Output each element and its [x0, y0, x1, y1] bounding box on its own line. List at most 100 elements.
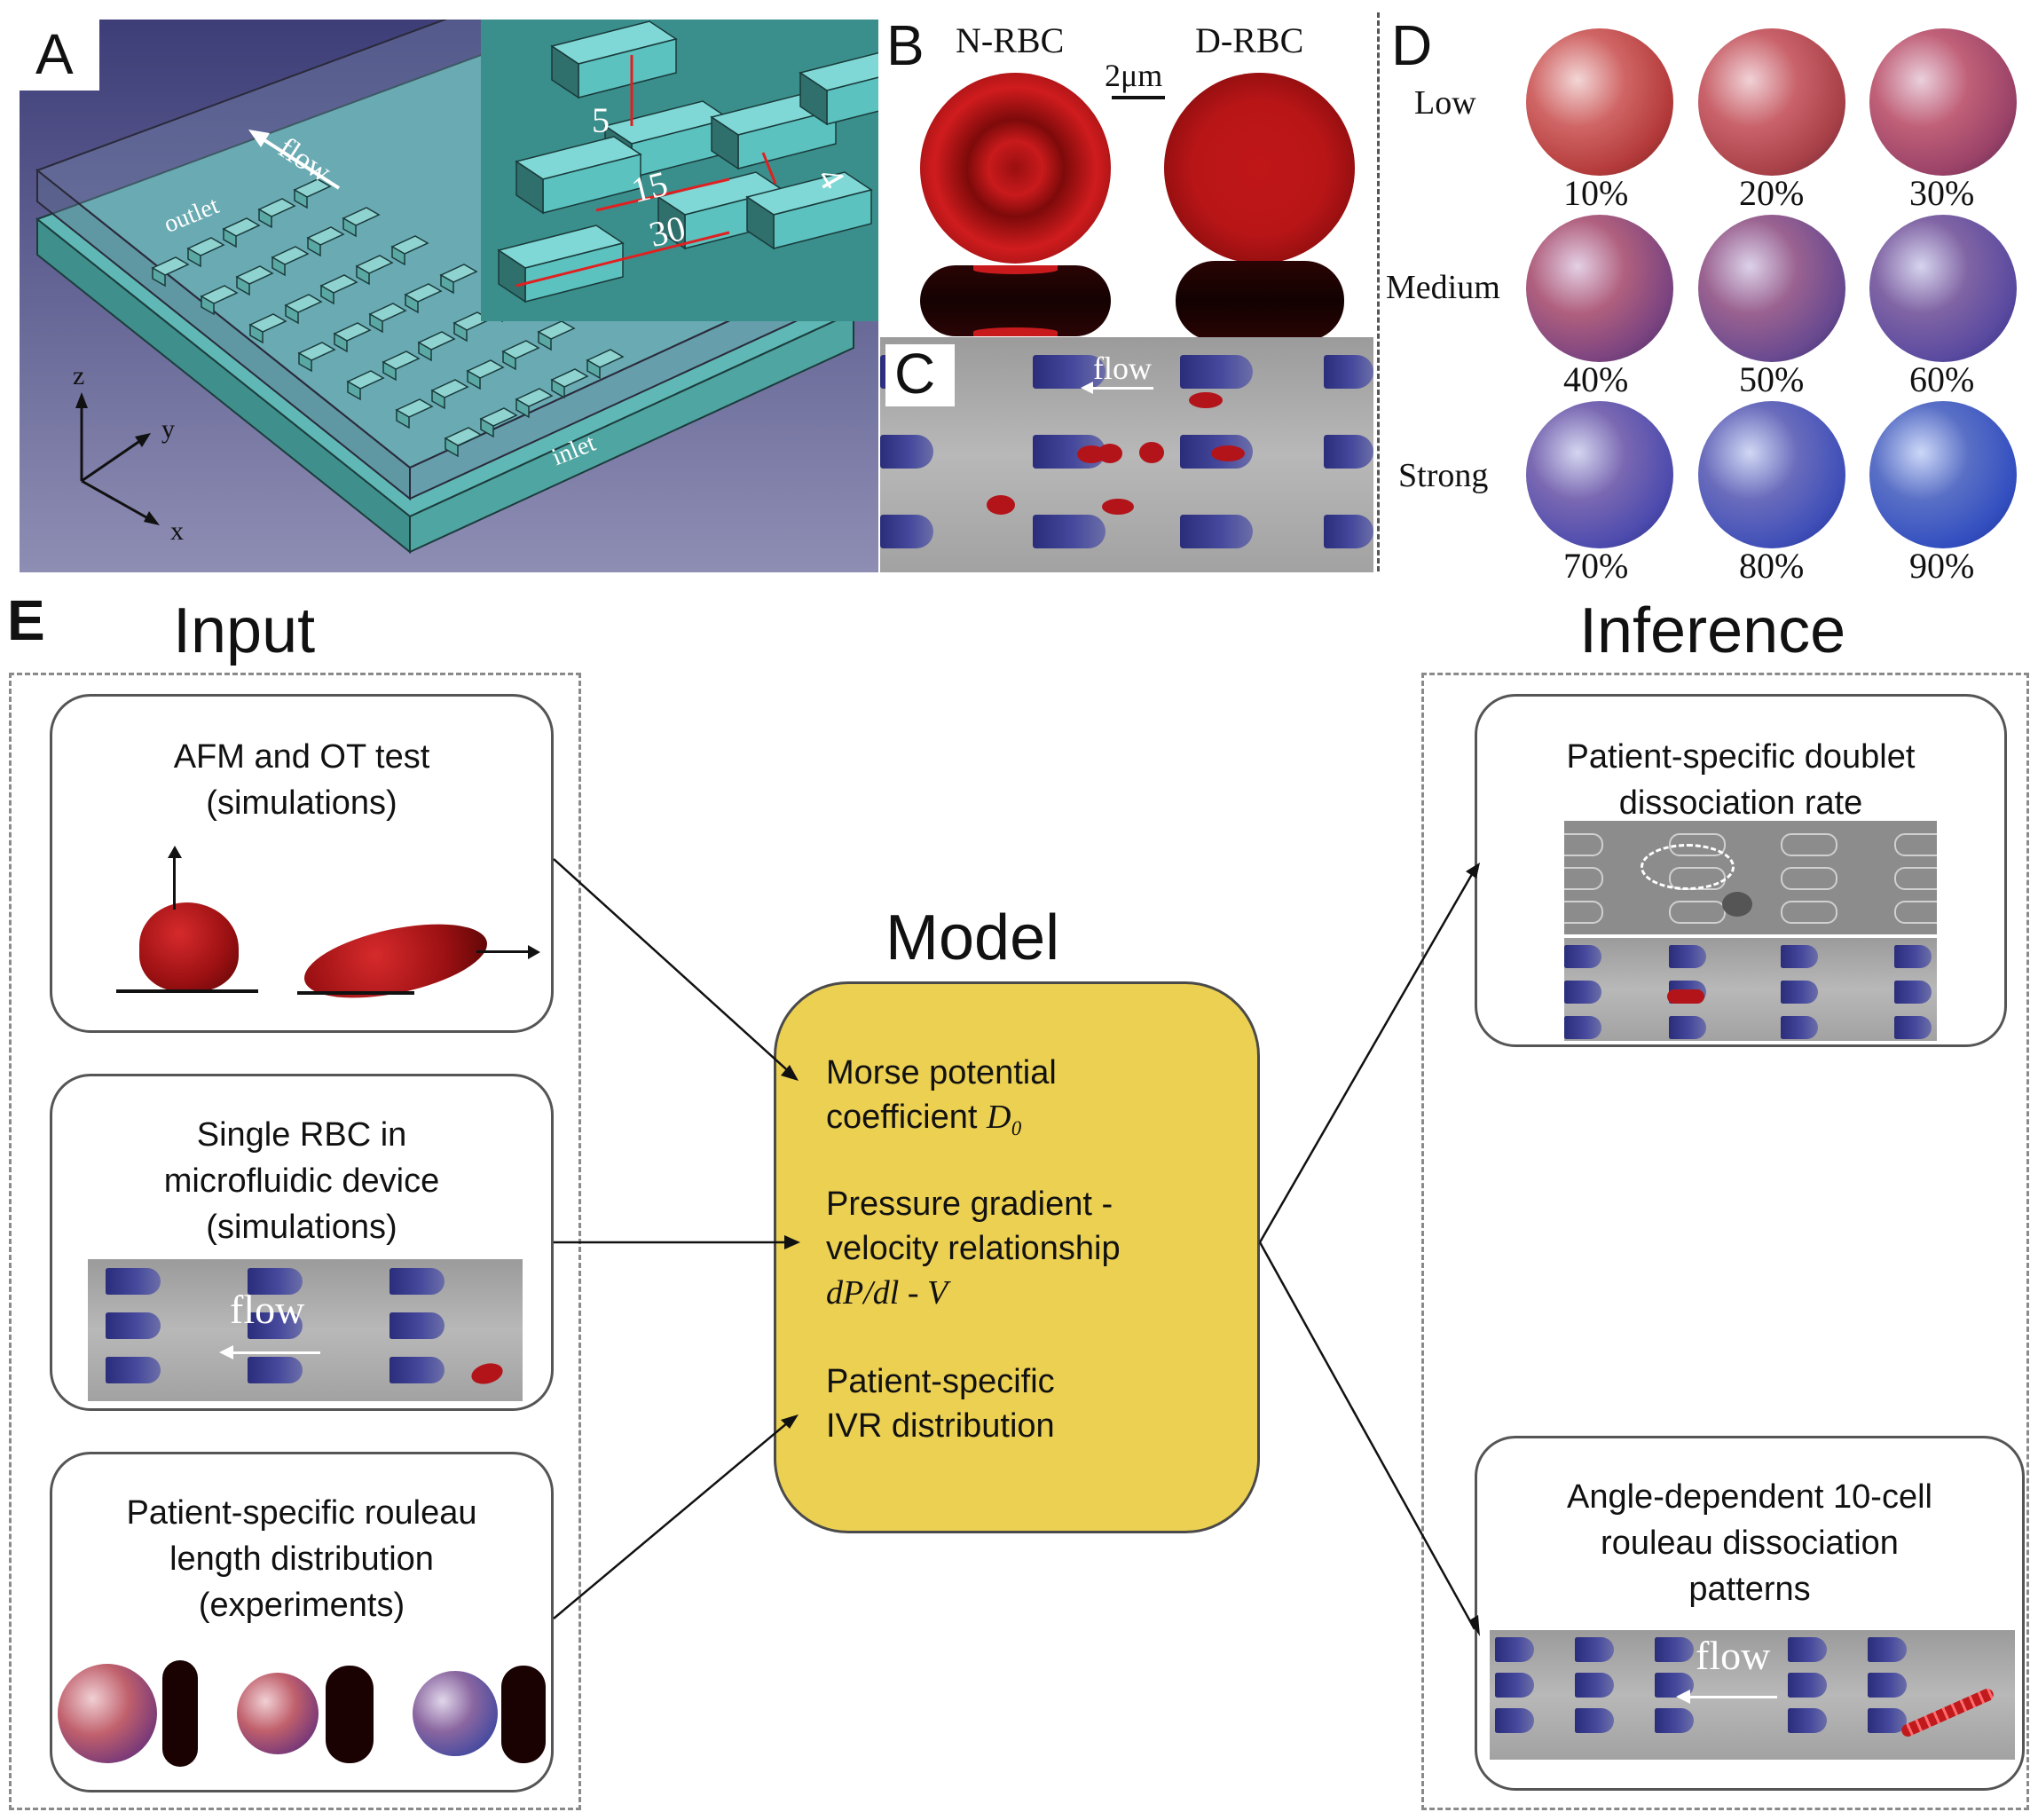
ot-substrate	[297, 991, 414, 995]
microfluidic-strip: flow	[88, 1259, 523, 1401]
rbc-cell	[1102, 499, 1134, 515]
pillar-outline	[1894, 867, 1937, 890]
pillar	[390, 1357, 445, 1383]
pillar	[1781, 981, 1818, 1004]
inference-card-rouleau-patterns: Angle-dependent 10-cell rouleau dissocia…	[1475, 1436, 2025, 1791]
card-title-line: (experiments)	[198, 1587, 405, 1624]
pillar-outline	[1781, 901, 1837, 924]
rbc-cell	[987, 495, 1015, 515]
input-card-rouleau: Patient-specific rouleau length distribu…	[50, 1452, 554, 1792]
device-pillar-side	[258, 208, 272, 229]
device-pillar-side	[418, 341, 432, 362]
device-pillar-side	[453, 321, 468, 343]
card-title-line: dissociation rate	[1618, 784, 1863, 822]
afm-substrate	[116, 989, 258, 993]
axis-x-label: x	[170, 516, 184, 546]
pillar	[106, 1312, 161, 1339]
rbc-cell	[1189, 392, 1223, 408]
aggregation-sphere	[1869, 215, 2017, 362]
percent-label: 40%	[1563, 359, 1629, 399]
percent-label: 90%	[1909, 546, 1975, 586]
pillar	[1564, 945, 1601, 968]
pillar-outline	[1564, 867, 1603, 890]
pillar	[1564, 1016, 1601, 1039]
model-item-line: Morse potential	[826, 1054, 1057, 1091]
flow-arrowhead	[219, 1345, 233, 1359]
panel-d: D Low Medium Strong 10% 20% 30% 40% 50% …	[1386, 12, 2038, 586]
panel-c-letter: C	[894, 342, 936, 406]
pillar	[1894, 981, 1932, 1004]
aggregation-sphere	[1526, 215, 1673, 362]
model-item-line: velocity relationship	[826, 1230, 1121, 1267]
device-pillar-side	[307, 236, 321, 257]
inference-dashed-box	[1421, 673, 2029, 1810]
inset-block-front	[799, 71, 828, 126]
pillar	[1033, 355, 1106, 389]
rbc-capsule	[162, 1660, 198, 1767]
pillar	[390, 1268, 445, 1295]
pillar	[1180, 515, 1253, 548]
device-pillar-side	[298, 351, 312, 373]
axis-z-label: z	[73, 361, 85, 390]
pillar-outline	[1564, 833, 1603, 856]
model-item-line: Pressure gradient -	[826, 1186, 1113, 1223]
inset-block-front	[515, 160, 544, 215]
doublet-highlight	[1641, 844, 1735, 890]
inset-block-front	[498, 248, 526, 303]
scale-bar-label: 2μm	[1105, 58, 1163, 93]
flow-arrow	[1688, 1696, 1777, 1698]
d-rbc-label: D-RBC	[1195, 20, 1304, 60]
pillar	[1669, 1016, 1706, 1039]
inference-card-doublet: Patient-specific doublet dissociation ra…	[1475, 694, 2007, 1047]
inset-block-front	[657, 195, 686, 250]
device-pillar-side	[369, 312, 383, 334]
afm-arrowhead	[168, 846, 182, 858]
percent-label: 50%	[1739, 359, 1805, 399]
pillar-outline	[1894, 901, 1937, 924]
card-title-line: rouleau dissociation	[1601, 1525, 1899, 1562]
card-title-line: Angle-dependent 10-cell	[1567, 1478, 1932, 1516]
pillar-outline	[1894, 833, 1937, 856]
dim-5-label: 5	[592, 100, 610, 140]
panel-b-letter: B	[886, 13, 925, 77]
afm-arrow-up	[173, 856, 176, 910]
percent-label: 20%	[1739, 173, 1805, 213]
pillar	[1495, 1637, 1534, 1662]
inset-block-front	[711, 115, 739, 170]
device-pillar-side	[396, 408, 410, 429]
percent-label: 80%	[1739, 546, 1805, 586]
device-pillar-side	[347, 380, 361, 401]
pillar	[1033, 515, 1106, 548]
model-item-line: Patient-specific	[826, 1363, 1055, 1400]
device-pillar-side	[480, 417, 494, 438]
pillar-outline	[1781, 867, 1837, 890]
pillar	[1324, 435, 1373, 469]
d-rbc-side-view	[1176, 261, 1344, 341]
ot-arrow-right	[476, 950, 530, 953]
aggregation-sphere	[1698, 215, 1845, 362]
microfluidic-device-illustration	[20, 20, 878, 572]
device-pillar-side	[502, 350, 516, 371]
card-title-line: length distribution	[169, 1540, 434, 1578]
inference-title: Inference	[1579, 595, 1846, 666]
device-pillar-side	[223, 227, 237, 248]
pillar	[248, 1268, 303, 1295]
panel-b-separator	[1377, 12, 1380, 571]
device-pillar-side	[405, 293, 419, 314]
dark-cell	[1722, 892, 1752, 917]
n-rbc-top-view	[920, 73, 1111, 264]
pillar	[1868, 1673, 1907, 1698]
card-title-line: microfluidic device	[163, 1162, 440, 1200]
d-rbc-top-view	[1164, 73, 1355, 264]
aggregation-sphere	[1526, 401, 1673, 548]
pillar	[1575, 1673, 1614, 1698]
device-pillar-side	[236, 275, 250, 296]
input-title: Input	[173, 595, 316, 666]
aggregation-sphere	[1869, 28, 2017, 176]
device-pillar-side	[445, 437, 459, 458]
device-pillar-side	[201, 295, 215, 316]
rbc-doublet	[1667, 989, 1704, 1004]
flow-arrowhead	[1081, 382, 1093, 394]
model-title: Model	[885, 902, 1060, 973]
device-pillar-side	[342, 217, 357, 238]
